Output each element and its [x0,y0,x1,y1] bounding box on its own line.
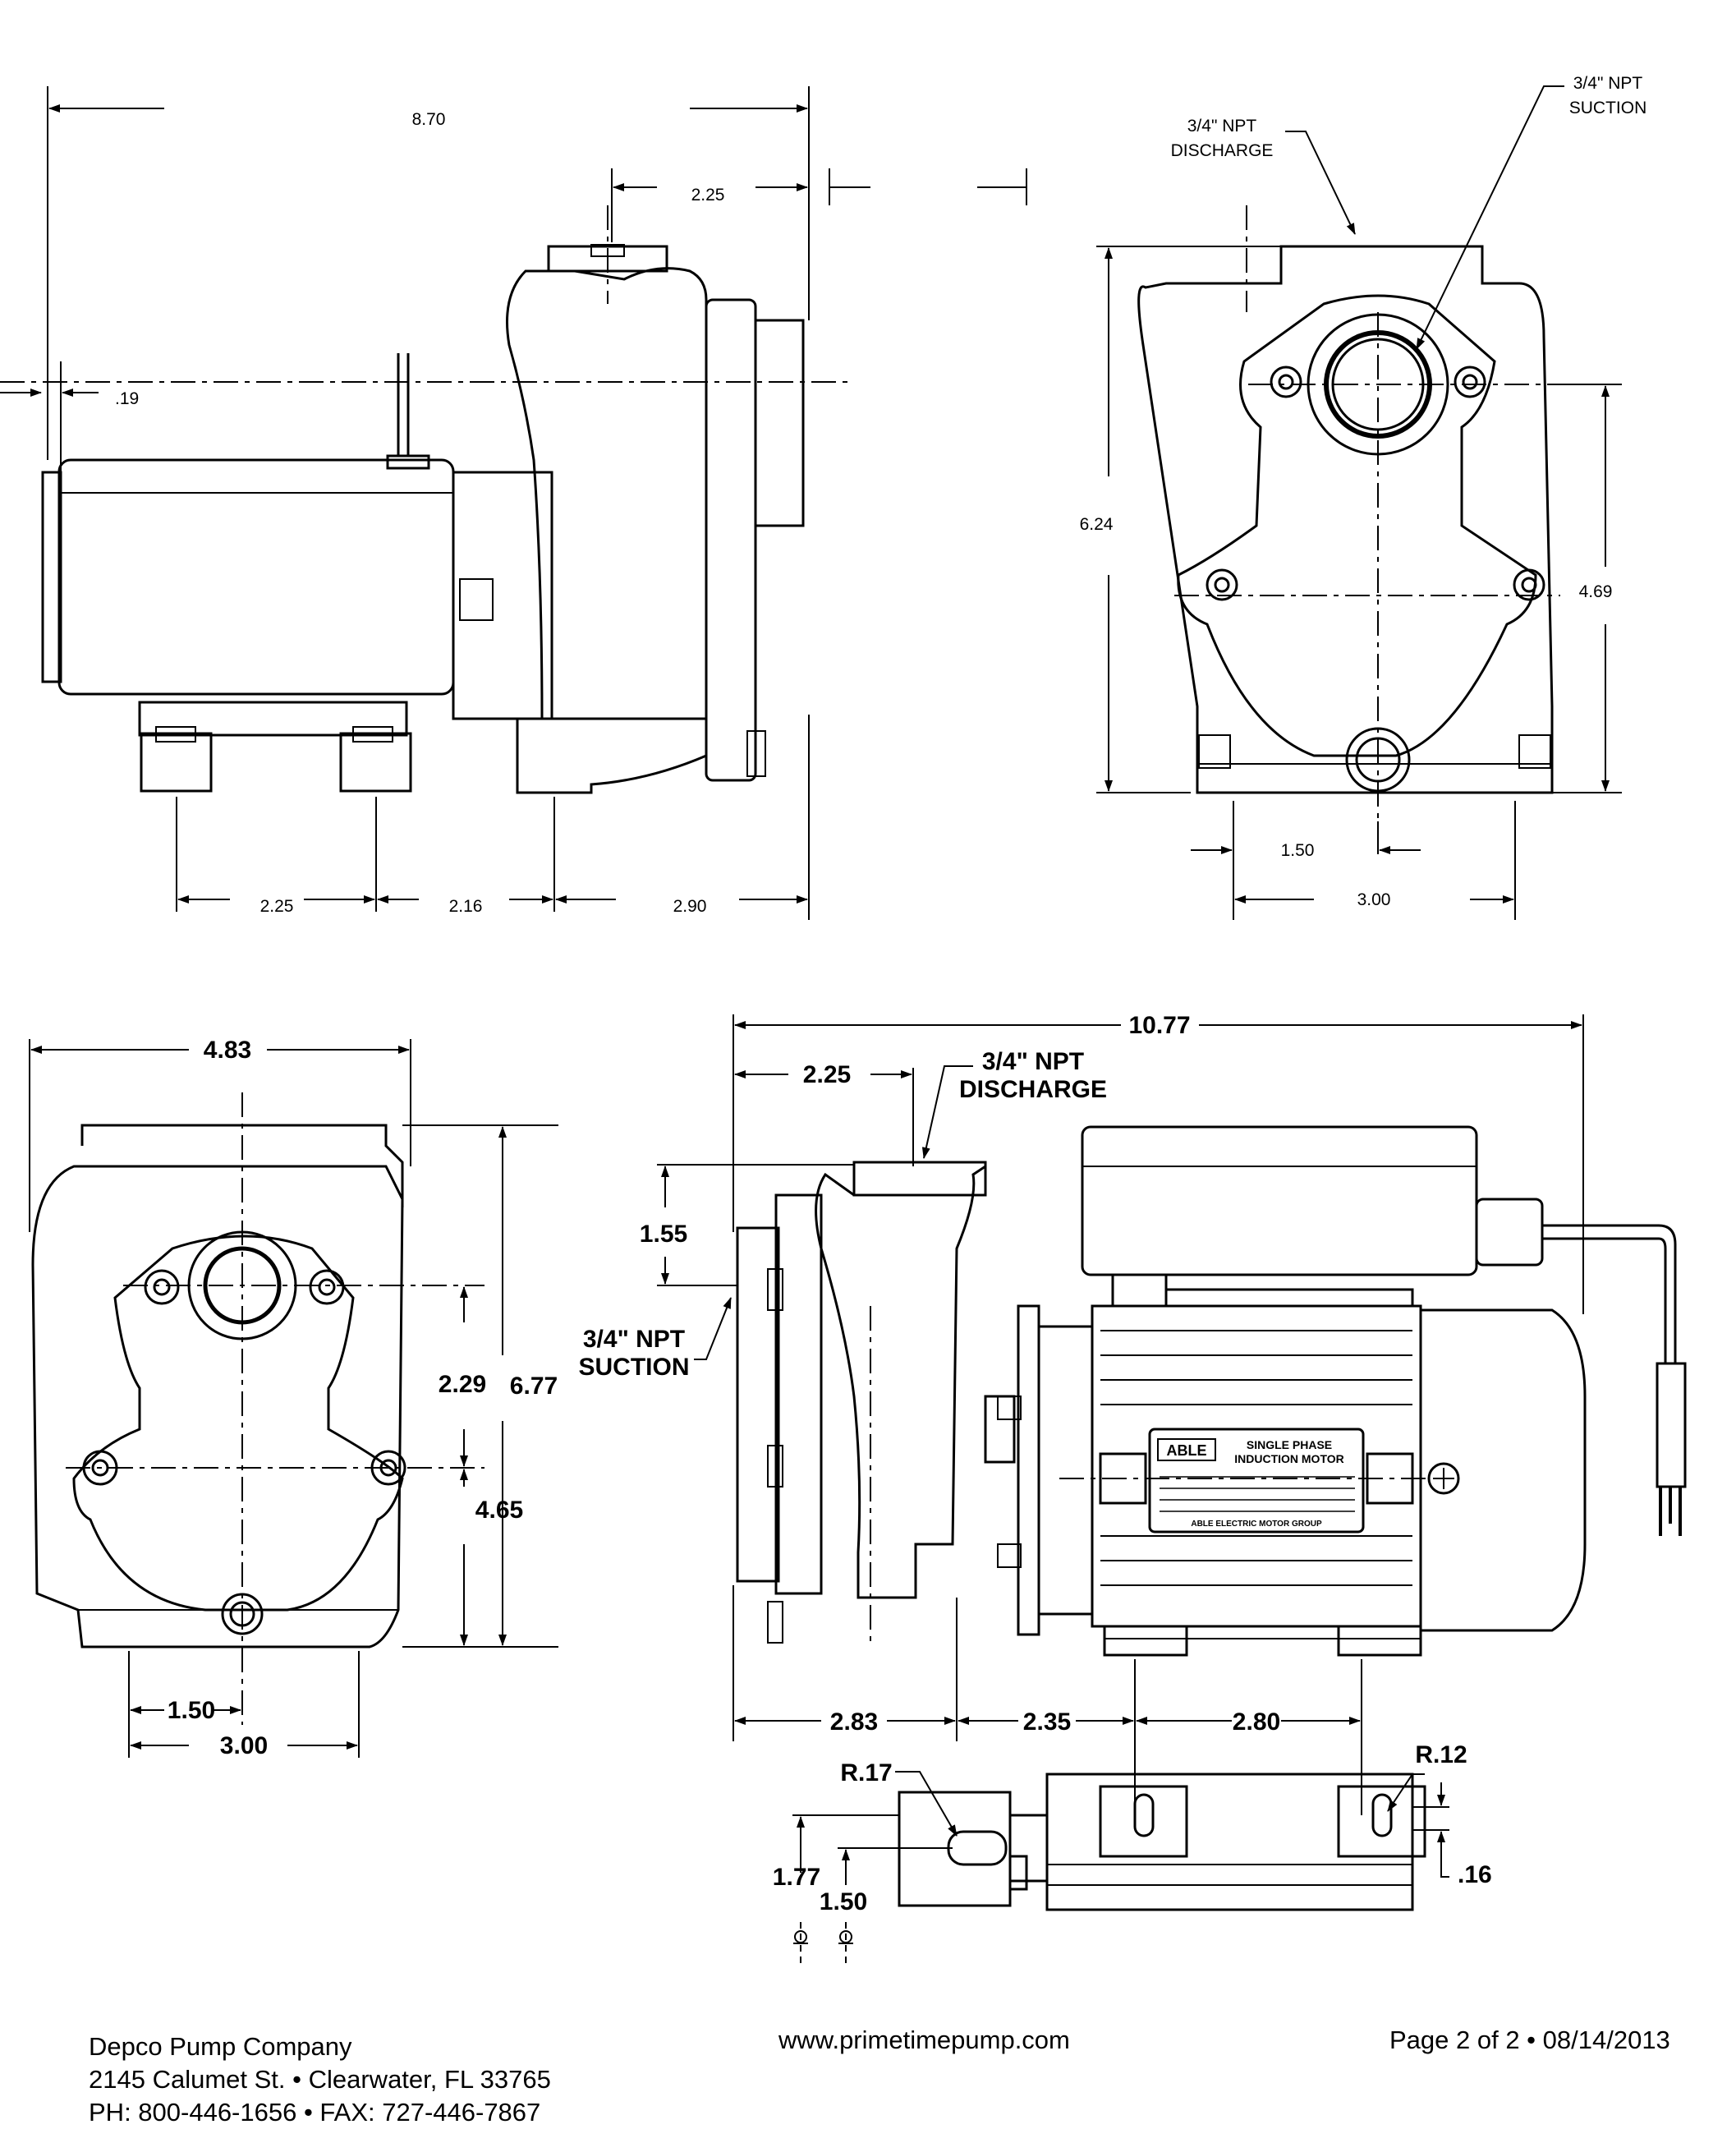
view-front-top-right [1137,205,1560,821]
view-1-labels: 8.70 2.25 .19 2.25 2.16 2.90 [115,110,724,916]
view-side-top-left [0,205,854,794]
dim-base-width: 3.00 [1357,890,1391,909]
dim-height-bolt: 4.69 [1579,582,1613,601]
company-block: Depco Pump Company 2145 Calumet St. • Cl… [89,2030,551,2129]
view-1-dimensions [0,86,1027,920]
nameplate-title-1: SINGLE PHASE [1247,1438,1332,1451]
motor-fan-cover [80,1124,404,1207]
dim-base-side-1: 2.83 [830,1708,878,1736]
suction-label-top-2: SUCTION [1569,99,1647,117]
suction-label-bottom: 3/4" NPT [583,1326,685,1353]
motor-body-side [1091,1304,1422,1628]
discharge-label-bottom-2: DISCHARGE [959,1076,1107,1103]
power-plug [1656,1362,1687,1488]
company-address: 2145 Calumet St. • Clearwater, FL 33765 [89,2065,551,2094]
volute-outline-front [72,1235,404,1612]
view-3-labels: 4.83 6.77 2.29 4.65 1.50 3.00 [168,1037,558,1759]
dim-radius-1: R.17 [840,1759,892,1786]
view-front-bottom-left [31,1092,485,1725]
dim-foot-offset: .19 [115,389,139,408]
dim-foot-1: 1.77 [773,1864,820,1891]
adapter-housing [452,471,553,720]
discharge-label-bottom: 3/4" NPT [982,1048,1084,1075]
motor-body [57,458,455,696]
view-3-dimensions [29,1039,558,1758]
discharge-label-top: 3/4" NPT [1187,117,1257,136]
dim-base-side-2: 2.35 [1023,1708,1071,1736]
nameplate-footer: ABLE ELECTRIC MOTOR GROUP [1191,1520,1322,1529]
motor-nameplate [1148,1428,1365,1534]
nameplate-title-2: INDUCTION MOTOR [1234,1452,1344,1465]
dim-foot-2: 1.50 [820,1888,867,1915]
suction-label-top: 3/4" NPT [1573,74,1643,93]
page-info: Page 2 of 2 • 08/14/2013 [1389,2026,1670,2054]
pump-volute [506,267,708,720]
view-4-dimensions [657,1014,1584,1963]
motor-foot-right [339,732,412,793]
discharge-label-top-2: DISCHARGE [1171,141,1274,160]
dim-base-3: 2.90 [673,897,707,916]
dim-slot-offset: .16 [1458,1861,1492,1888]
company-name: Depco Pump Company [89,2032,352,2061]
view-side-bottom-right [736,1125,1687,1911]
power-lead [386,353,430,470]
pump-housing-front [31,1165,404,1648]
cable-gland [1475,1198,1544,1267]
nameplate-brand: ABLE [1167,1442,1207,1459]
dim-overall-width: 8.70 [412,110,446,129]
base-plate-view [1045,1773,1414,1911]
company-phone: PH: 800-446-1656 • FAX: 727-446-7867 [89,2098,541,2127]
dim-half-base-front: 1.50 [168,1697,215,1724]
view-2-labels: 3/4" NPT DISCHARGE 3/4" NPT SUCTION 6.24… [1080,74,1647,909]
pump-cover-side [774,1193,823,1595]
dim-radius-2: R.12 [1415,1741,1467,1768]
motor-foot-left [140,732,213,793]
pump-volute-side [815,1164,987,1599]
dim-base-width-front: 3.00 [220,1732,268,1759]
dim-height-center: 4.65 [475,1497,523,1524]
view-4-labels: 10.77 2.25 3/4" NPT DISCHARGE 1.55 3/4" … [579,1012,1492,1915]
dim-base-1: 2.25 [260,897,294,916]
fan-cover [1419,1308,1587,1632]
dim-height-total: 6.24 [1080,515,1114,534]
volute-outline [1177,294,1537,757]
junction-box [1081,1125,1478,1276]
dim-half-base: 1.50 [1281,841,1315,860]
view-2-dimensions [1096,85,1622,920]
motor-foot-rail [138,701,408,737]
suction-label-bottom-2: SUCTION [579,1354,690,1381]
dim-base-2: 2.16 [449,897,483,916]
website-link[interactable]: www.primetimepump.com [778,2026,1070,2054]
dim-overall-length: 10.77 [1128,1012,1190,1039]
dim-base-side-3: 2.80 [1233,1708,1280,1736]
dim-height-port: 2.29 [439,1371,486,1398]
dim-port-height: 1.55 [640,1221,687,1248]
dim-discharge-offset: 2.25 [803,1061,851,1088]
dim-width: 4.83 [204,1037,251,1064]
pump-casing-cover [705,298,757,782]
dim-height-total-front: 6.77 [510,1373,558,1400]
dim-offset-1: 2.25 [691,186,725,205]
power-cord [1542,1224,1677,1363]
pump-front-housing [1137,245,1554,794]
